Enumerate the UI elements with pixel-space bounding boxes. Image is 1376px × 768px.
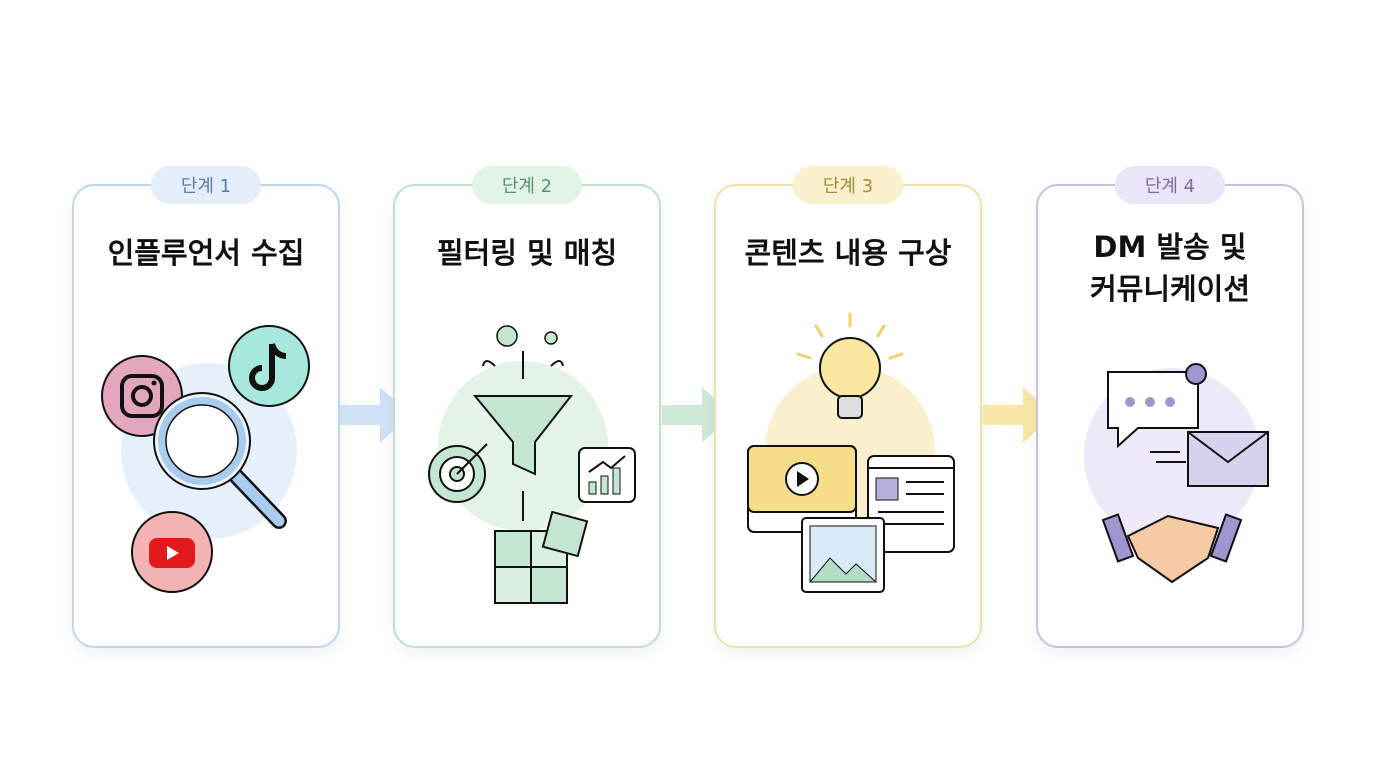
magnifier-icon: [153, 392, 287, 529]
step-1-badge: 단계 1: [151, 166, 261, 204]
chart-icon: [578, 447, 636, 503]
step-2-badge: 단계 2: [472, 166, 582, 204]
arrow-right-icon: [983, 387, 1053, 443]
puzzle-icon: [494, 510, 589, 604]
chat-bubble-icon: [1107, 363, 1207, 449]
filtering-matching-illustration: [428, 325, 636, 604]
webpage-icon: [867, 455, 955, 553]
step-2-card: 단계 2 필터링 및 매칭: [393, 166, 661, 648]
handshake-icon: [1101, 513, 1243, 584]
step-3-badge: 단계 3: [793, 166, 903, 204]
envelope-icon: [1150, 431, 1269, 487]
video-player-icon: [747, 445, 857, 533]
funnel-icon: [472, 395, 574, 476]
step-3-title: 콘텐츠 내용 구상: [744, 236, 952, 270]
image-icon: [801, 517, 885, 593]
dm-communication-illustration: [1084, 363, 1269, 584]
step-2-title: 필터링 및 매칭: [436, 236, 618, 270]
target-icon: [428, 443, 488, 503]
influencer-search-illustration: [101, 325, 310, 593]
step-3-card: 단계 3 콘텐츠 내용 구상: [714, 166, 982, 648]
arrow-right-icon: [340, 387, 410, 443]
youtube-icon: [131, 511, 213, 593]
step-4-title: DM 발송 및 커뮤니케이션: [1089, 230, 1251, 306]
lightbulb-icon: [819, 337, 881, 419]
tiktok-icon: [228, 325, 310, 407]
step-1-card: 단계 1 인플루언서 수집: [72, 166, 340, 648]
step-1-title: 인플루언서 수집: [107, 236, 305, 270]
step-4-badge: 단계 4: [1115, 166, 1225, 204]
step-4-card: 단계 4 DM 발송 및 커뮤니케이션: [1036, 166, 1304, 648]
content-planning-illustration: [747, 312, 955, 593]
